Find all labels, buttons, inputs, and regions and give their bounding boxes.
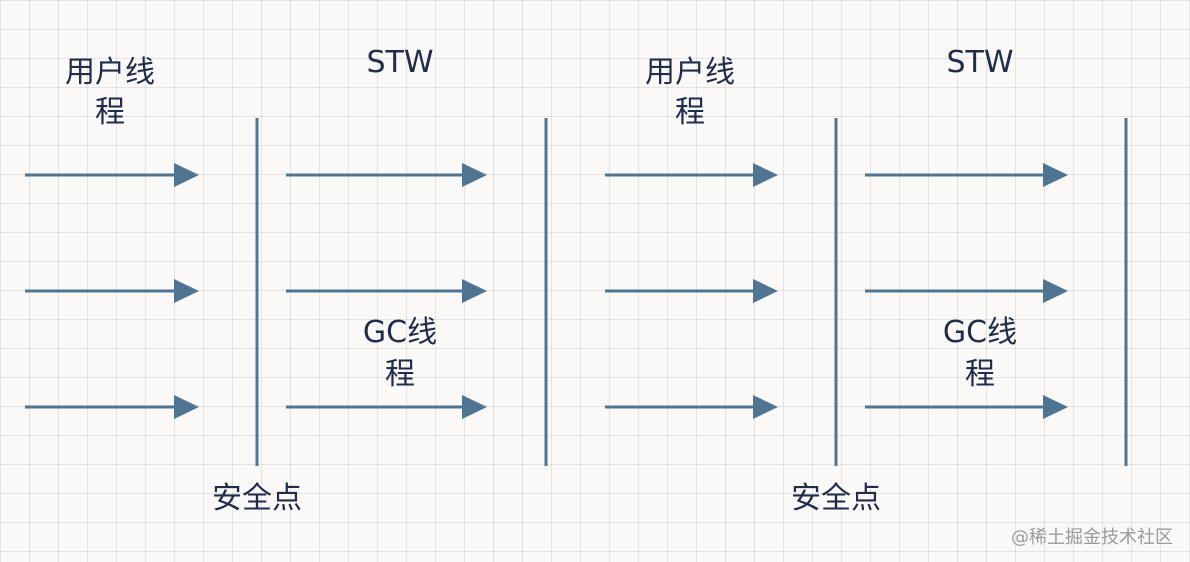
stw-arrow-1: [286, 163, 487, 187]
arrowhead-icon: [753, 279, 778, 303]
user-thread-label-line-2: 程: [95, 95, 125, 130]
arrowhead-icon: [462, 279, 487, 303]
arrowhead-icon: [174, 395, 199, 419]
user-thread-label-line-1: 用户线: [645, 55, 735, 90]
stw-label: STW: [946, 45, 1013, 80]
arrowhead-icon: [753, 163, 778, 187]
arrowhead-icon: [174, 163, 199, 187]
user-thread-arrow-2: [25, 279, 199, 303]
arrowhead-icon: [1043, 395, 1068, 419]
user-thread-arrow-2: [605, 279, 778, 303]
safepoint-label: 安全点: [212, 481, 302, 516]
user-thread-arrow-3: [25, 395, 199, 419]
panel-1: 用户线 程 STW GC线 程 安全点: [25, 45, 548, 516]
arrowhead-icon: [1043, 163, 1068, 187]
arrowhead-icon: [1043, 279, 1068, 303]
stw-arrow-2: [865, 279, 1068, 303]
stw-label: STW: [366, 45, 433, 80]
user-thread-arrow-1: [605, 163, 778, 187]
user-thread-label-line-2: 程: [675, 95, 705, 130]
gc-thread-label-line-1: GC线: [943, 315, 1017, 350]
stw-arrow-3: [286, 395, 487, 419]
stw-arrow-3: [865, 395, 1068, 419]
watermark: @稀土掘金技术社区: [1011, 527, 1173, 548]
arrowhead-icon: [462, 163, 487, 187]
stw-arrow-1: [865, 163, 1068, 187]
gc-thread-label-line-2: 程: [385, 357, 415, 392]
safepoint-label: 安全点: [791, 481, 881, 516]
arrowhead-icon: [462, 395, 487, 419]
user-thread-arrow-3: [605, 395, 778, 419]
user-thread-label-line-1: 用户线: [65, 55, 155, 90]
arrowhead-icon: [174, 279, 199, 303]
gc-thread-label-line-2: 程: [965, 357, 995, 392]
panel-2: 用户线 程 STW GC线 程 安全点: [605, 45, 1128, 516]
stw-arrow-2: [286, 279, 487, 303]
gc-thread-label-line-1: GC线: [363, 315, 437, 350]
user-thread-arrow-1: [25, 163, 199, 187]
arrowhead-icon: [753, 395, 778, 419]
